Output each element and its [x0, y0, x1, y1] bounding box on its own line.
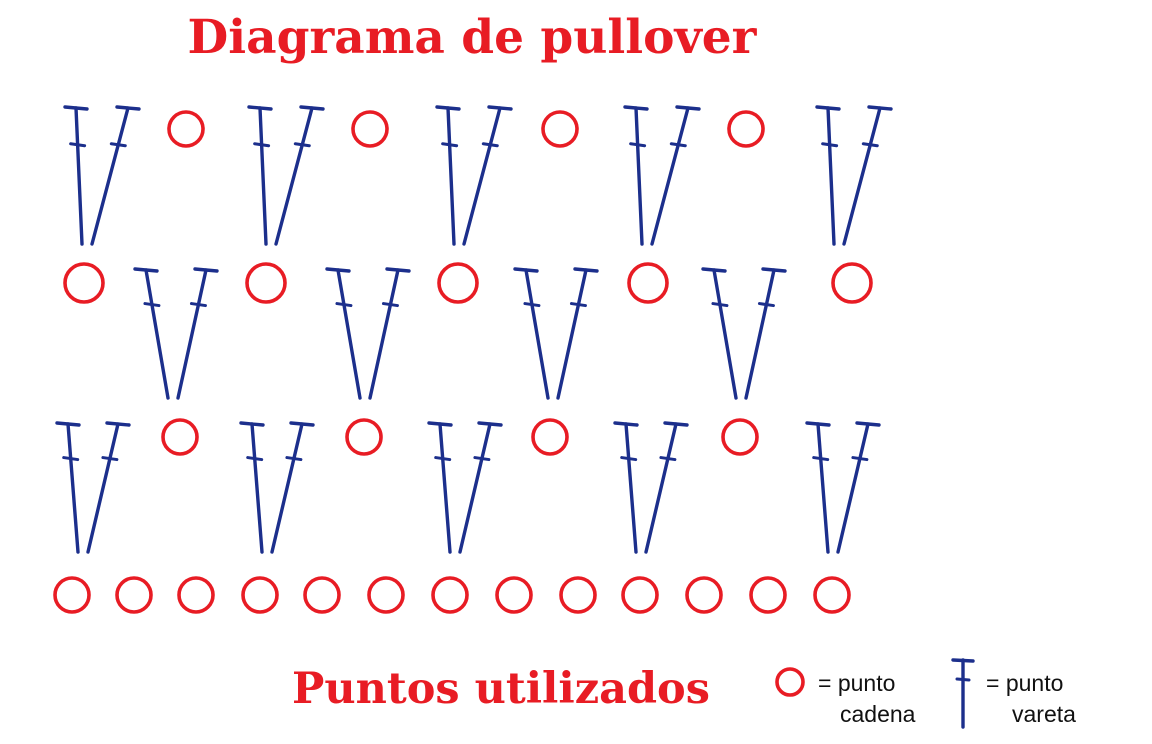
legend-chain-line1: = punto [818, 670, 896, 696]
chain-stitch-icon [63, 262, 105, 304]
legend-title: Puntos utilizados [292, 664, 710, 714]
chain-stitch-icon [831, 262, 873, 304]
chain-stitch-icon [351, 110, 389, 148]
double-crochet-stitch-icon [556, 267, 599, 400]
chain-stitch-icon [621, 576, 659, 614]
double-crochet-stitch-icon [458, 421, 503, 554]
legend-icons [775, 658, 975, 729]
chain-stitch-icon [559, 576, 597, 614]
double-crochet-stitch-icon [247, 105, 273, 246]
chain-stitch-icon [531, 418, 569, 456]
chain-stitch-icon [431, 576, 469, 614]
chain-stitch-icon [115, 576, 153, 614]
chain-stitch-icon [627, 262, 669, 304]
double-crochet-stitch-icon [427, 421, 453, 554]
chain-stitch-icon [727, 110, 765, 148]
chain-layer [53, 110, 873, 614]
double-crochet-stitch-icon [815, 105, 841, 246]
chain-stitch-icon [721, 418, 759, 456]
chain-stitch-icon [495, 576, 533, 614]
chain-stitch-icon [437, 262, 479, 304]
double-crochet-stitch-icon [644, 421, 689, 554]
double-crochet-stitch-icon [176, 267, 219, 400]
chain-stitch-icon [749, 576, 787, 614]
double-crochet-stitch-icon [133, 267, 170, 400]
double-crochet-stitch-icon [650, 105, 701, 246]
double-crochet-stitch-icon [55, 421, 81, 554]
chain-stitch-icon [245, 262, 287, 304]
chain-stitch-icon [813, 576, 851, 614]
chain-stitch-icon [177, 576, 215, 614]
double-crochet-stitch-icon [435, 105, 461, 246]
diagram-title: Diagrama de pullover [187, 10, 757, 65]
double-crochet-stitch-icon [744, 267, 787, 400]
legend-vareta-line1: = punto [986, 670, 1064, 696]
double-crochet-stitch-icon [613, 421, 639, 554]
chain-stitch-icon [161, 418, 199, 456]
chain-stitch-icon [367, 576, 405, 614]
double-crochet-stitch-icon [462, 105, 513, 246]
stitch-layer [55, 105, 893, 554]
double-crochet-stitch-icon [836, 421, 881, 554]
double-crochet-stitch-icon [325, 267, 362, 400]
double-crochet-stitch-icon [623, 105, 649, 246]
double-crochet-stitch-icon [368, 267, 411, 400]
double-crochet-stitch-icon [63, 105, 89, 246]
legend-vareta-label: = punto vareta [986, 668, 1076, 730]
legend-vareta-icon [951, 658, 975, 729]
double-crochet-stitch-icon [513, 267, 550, 400]
legend-vareta-line2: vareta [1012, 701, 1076, 728]
legend-chain-icon [775, 667, 805, 697]
double-crochet-stitch-icon [274, 105, 325, 246]
double-crochet-stitch-icon [842, 105, 893, 246]
chain-stitch-icon [685, 576, 723, 614]
legend-chain-line2: cadena [840, 701, 916, 728]
chain-stitch-icon [53, 576, 91, 614]
double-crochet-stitch-icon [701, 267, 738, 400]
double-crochet-stitch-icon [239, 421, 265, 554]
chain-stitch-icon [345, 418, 383, 456]
double-crochet-stitch-icon [805, 421, 831, 554]
chain-stitch-icon [167, 110, 205, 148]
chain-stitch-icon [541, 110, 579, 148]
double-crochet-stitch-icon [90, 105, 141, 246]
double-crochet-stitch-icon [86, 421, 131, 554]
legend-chain-label: = punto cadena [818, 668, 915, 730]
chain-stitch-icon [303, 576, 341, 614]
chain-stitch-icon [241, 576, 279, 614]
double-crochet-stitch-icon [270, 421, 315, 554]
